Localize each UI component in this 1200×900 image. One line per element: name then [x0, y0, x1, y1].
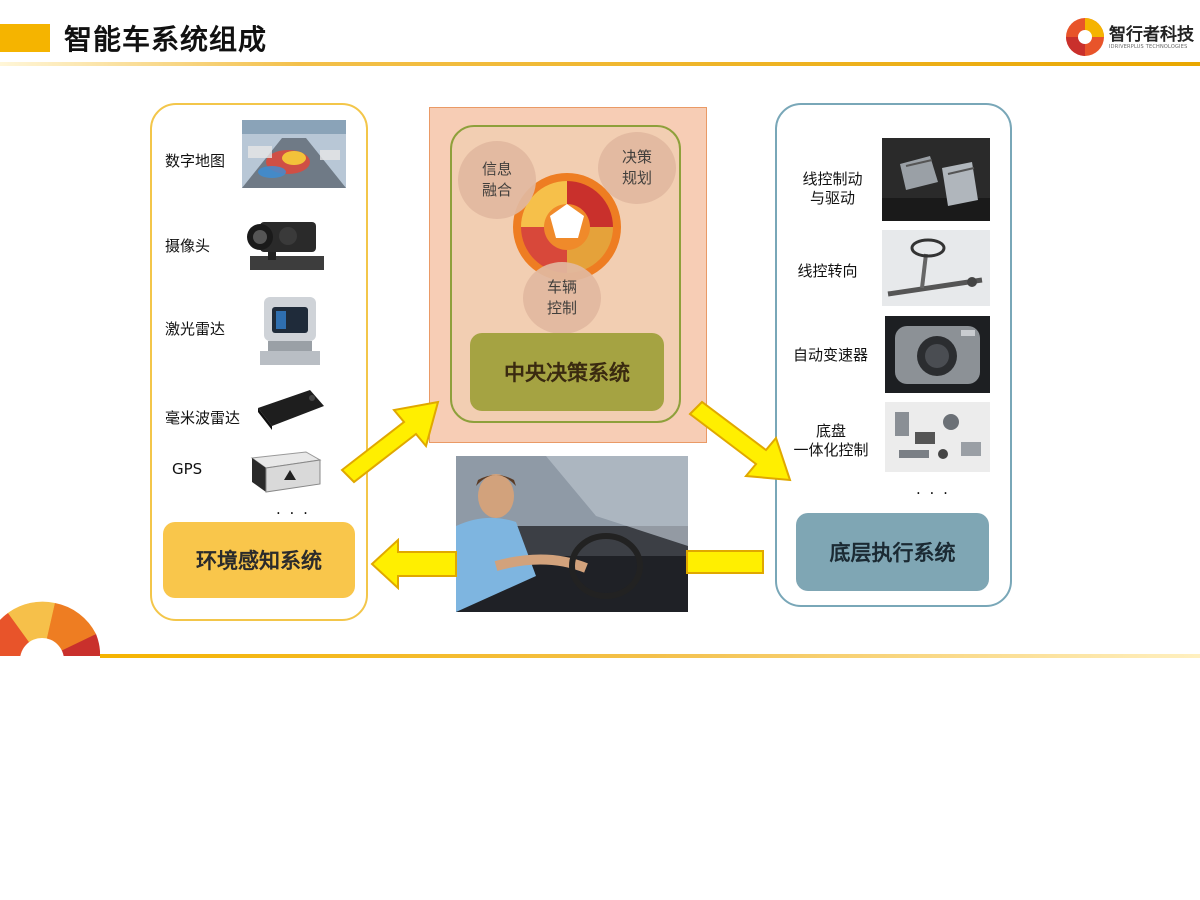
arrow-execution-to-driver-icon: [686, 550, 764, 574]
item-label-digital-map: 数字地图: [165, 152, 226, 170]
lidar-image: [256, 293, 324, 371]
arrow-perception-to-decision-icon: [340, 400, 440, 484]
decision-planning-node: 决策 规划: [598, 132, 676, 204]
arrow-decision-to-execution-icon: [688, 400, 792, 482]
decision-planning-label: 决策 规划: [621, 148, 652, 187]
vehicle-control-node: 车辆 控制: [523, 262, 601, 334]
gps-receiver-image: [246, 446, 324, 496]
more-sensors-ellipsis: . . .: [276, 500, 310, 518]
info-fusion-label: 信息 融合: [481, 160, 512, 199]
item-label-lidar: 激光雷达: [165, 320, 226, 338]
info-fusion-node: 信息 融合: [458, 141, 536, 219]
page-title: 智能车系统组成: [64, 23, 268, 56]
footer-divider: [100, 654, 1200, 658]
camera-image: [238, 212, 328, 276]
steer-by-wire-image: [882, 230, 990, 306]
driver-interior-image: [456, 456, 688, 612]
bottom-execution-system-box: 底层执行系统: [796, 513, 989, 591]
gear-selector-image: [885, 316, 990, 393]
item-label-transmission: 自动变速器: [792, 346, 868, 364]
more-actuators-ellipsis: . . .: [916, 480, 950, 498]
header-accent-block: [0, 24, 50, 52]
central-decision-system-box: 中央决策系统: [470, 333, 664, 411]
logo-name: 智行者科技: [1109, 25, 1194, 45]
arrow-driver-to-perception-icon: [370, 538, 457, 590]
header-divider: [0, 62, 1200, 66]
logo-subtitle: IDRIVERPLUS TECHNOLOGIES: [1109, 44, 1188, 50]
digital-map-image: [242, 120, 346, 188]
environment-perception-system-box: 环境感知系统: [163, 522, 355, 598]
decorative-wheel-graphic: [0, 601, 100, 656]
company-logo-icon: [1066, 18, 1104, 56]
item-label-gps: GPS: [172, 460, 203, 478]
item-label-chassis-control: 底盘 一体化控制: [793, 422, 869, 459]
item-label-mmwave-radar: 毫米波雷达: [165, 409, 241, 427]
vehicle-control-label: 车辆 控制: [546, 278, 577, 317]
item-label-steering: 线控转向: [797, 262, 858, 280]
item-label-brake-drive: 线控制动 与驱动: [802, 170, 863, 207]
steering-wheel-icon: [513, 173, 621, 281]
item-label-camera: 摄像头: [165, 237, 211, 255]
mmwave-radar-image: [252, 386, 328, 432]
brake-pedal-image: [882, 138, 990, 221]
chassis-parts-image: [885, 402, 990, 472]
